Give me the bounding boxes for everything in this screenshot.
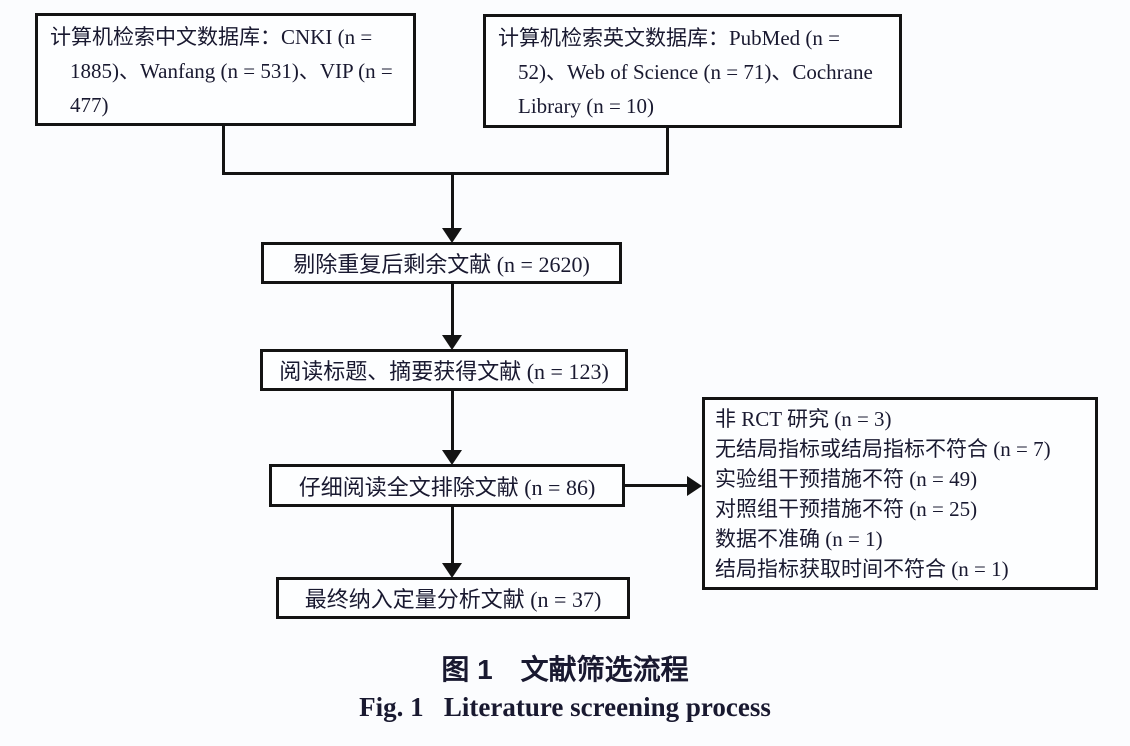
flow-box-after-deduplication-label: 剔除重复后剩余文献 (n = 2620) xyxy=(293,252,590,277)
arrow-merge-to-dedup-stem xyxy=(451,175,454,230)
arrow-fulltext-to-included-stem xyxy=(451,507,454,564)
flow-box-chinese-databases-line2: 1885)、Wanfang (n = 531)、VIP (n = xyxy=(70,59,393,83)
exclusion-reason-outcome-timing: 结局指标获取时间不符合 (n = 1) xyxy=(715,557,1009,581)
exclusion-reason-no-outcome: 无结局指标或结局指标不符合 (n = 7) xyxy=(715,437,1051,461)
flow-box-english-databases-line3: Library (n = 10) xyxy=(518,94,655,118)
figure-caption-english: Fig. 1 Literature screening process xyxy=(359,692,771,722)
arrow-dedup-to-titles-stem xyxy=(451,284,454,336)
arrow-titles-to-fulltext-stem xyxy=(451,391,454,451)
exclusion-reason-inaccurate-data: 数据不准确 (n = 1) xyxy=(715,527,883,551)
connector-left-drop-line xyxy=(222,125,225,175)
arrow-fulltext-to-exclusions-stem xyxy=(625,484,689,487)
flow-box-fulltext-screen-label: 仔细阅读全文排除文献 (n = 86) xyxy=(298,474,596,500)
flow-box-title-abstract-screen: 阅读标题、摘要获得文献 (n = 123) xyxy=(260,349,628,391)
flow-box-chinese-databases-line3: 477) xyxy=(70,93,109,117)
exclusion-reason-control-intervention: 对照组干预措施不符 (n = 25) xyxy=(715,497,978,521)
connector-right-drop-line xyxy=(666,127,669,175)
flow-box-english-databases-line2: 52)、Web of Science (n = 71)、Cochrane xyxy=(518,60,873,84)
flow-box-chinese-databases-line1: 计算机检索中文数据库：CNKI (n = xyxy=(50,25,373,49)
flow-box-included-studies-label: 最终纳入定量分析文献 (n = 37) xyxy=(304,587,602,612)
exclusion-reason-non-rct: 非 RCT 研究 (n = 3) xyxy=(715,407,892,431)
connector-merge-horizontal-line xyxy=(222,172,669,175)
figure-caption-chinese: 图 1 文献筛选流程 xyxy=(441,654,689,685)
flow-box-chinese-databases: 计算机检索中文数据库：CNKI (n = 1885)、Wanfang (n = … xyxy=(35,13,416,126)
arrow-merge-to-dedup-head xyxy=(442,228,462,243)
flow-box-english-databases: 计算机检索英文数据库：PubMed (n = 52)、Web of Scienc… xyxy=(483,14,902,128)
flow-box-exclusion-reasons: 非 RCT 研究 (n = 3) 无结局指标或结局指标不符合 (n = 7) 实… xyxy=(702,397,1098,590)
arrow-fulltext-to-included-head xyxy=(442,563,462,578)
exclusion-reason-experimental-intervention: 实验组干预措施不符 (n = 49) xyxy=(715,467,978,491)
flow-box-title-abstract-screen-label: 阅读标题、摘要获得文献 (n = 123) xyxy=(279,359,609,384)
flow-box-fulltext-screen: 仔细阅读全文排除文献 (n = 86) xyxy=(269,464,625,507)
flow-box-english-databases-line1: 计算机检索英文数据库：PubMed (n = xyxy=(498,26,841,50)
arrow-fulltext-to-exclusions-head xyxy=(687,476,702,496)
arrow-dedup-to-titles-head xyxy=(442,335,462,350)
flow-box-after-deduplication: 剔除重复后剩余文献 (n = 2620) xyxy=(261,242,622,284)
flow-box-included-studies: 最终纳入定量分析文献 (n = 37) xyxy=(276,577,630,619)
arrow-titles-to-fulltext-head xyxy=(442,450,462,465)
